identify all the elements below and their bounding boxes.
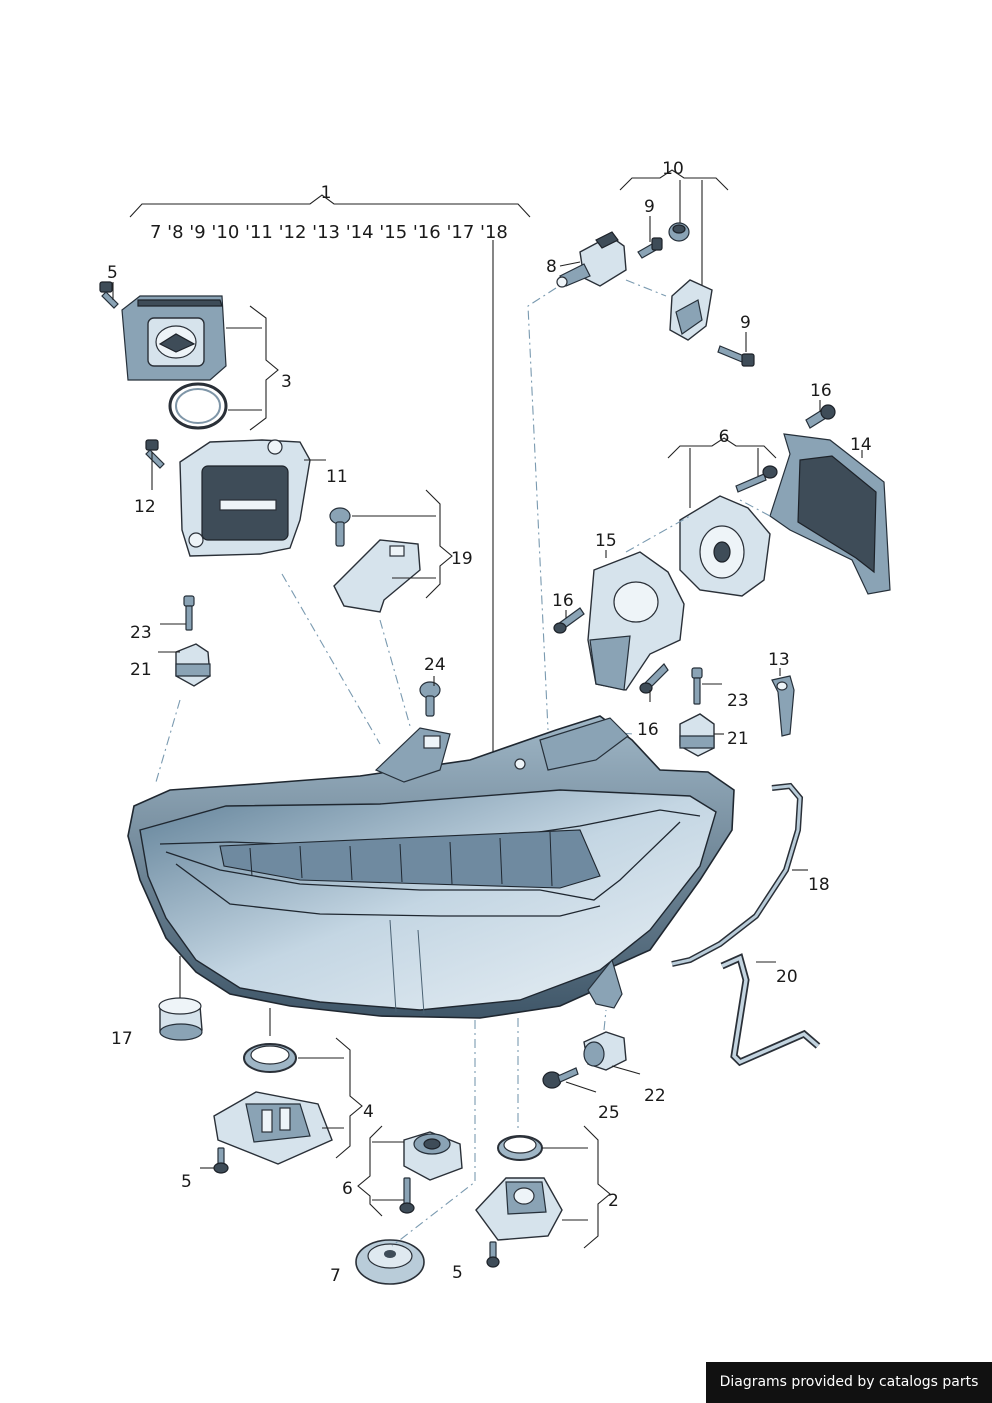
control-unit-part-4	[213, 1091, 333, 1165]
adjuster-part-6	[679, 495, 771, 597]
callout-5-top: 5	[107, 263, 118, 283]
callout-16-mid: 16	[637, 720, 659, 740]
headlight-housing	[127, 715, 735, 1019]
screw-part-23-left	[183, 595, 195, 631]
screw-part-23-right	[691, 667, 703, 705]
vent-hose-part-18-inner	[671, 784, 802, 966]
clip-bracket	[669, 279, 713, 341]
screw-part-25	[542, 1067, 579, 1089]
callout-8: 8	[546, 257, 557, 277]
cap-part-17	[158, 997, 203, 1041]
callout-4: 4	[363, 1102, 374, 1122]
bracket-3	[226, 305, 279, 431]
dash-11	[281, 573, 381, 745]
screw-part-16-left	[553, 607, 585, 634]
callout-15: 15	[595, 531, 617, 551]
screw-part-16-top	[805, 404, 836, 429]
control-unit-part-2	[475, 1177, 563, 1241]
dash-14	[739, 499, 771, 517]
leader-22	[611, 1065, 641, 1075]
vent-hose-part-20-inner	[721, 955, 820, 1065]
callout-25: 25	[598, 1103, 620, 1123]
seal-ring-part-3	[168, 382, 228, 430]
screw-part-9-lower	[717, 345, 755, 367]
callout-21-left: 21	[130, 660, 152, 680]
dash-15	[625, 515, 691, 553]
screw-part-12	[145, 439, 165, 469]
callout-23-left: 23	[130, 623, 152, 643]
screw-part-6-lower	[399, 1177, 415, 1214]
adjuster-part-6-lower	[403, 1131, 463, 1181]
callout-9-lower: 9	[740, 313, 751, 333]
connector-part-22	[583, 1031, 627, 1071]
bracket-4	[298, 1037, 363, 1159]
callout-21-right: 21	[727, 729, 749, 749]
seal-ring-part-4	[243, 1043, 297, 1073]
leader-25	[565, 1081, 597, 1093]
screw-part-19	[329, 507, 351, 547]
callout-1: 1	[321, 183, 332, 203]
callout-22: 22	[644, 1086, 666, 1106]
callout-16-top: 16	[810, 381, 832, 401]
bracket-1	[129, 194, 531, 218]
bracket-10	[619, 169, 729, 191]
dash-22	[603, 1009, 607, 1031]
cap-part-7	[355, 1239, 425, 1285]
callout-5-right: 5	[452, 1263, 463, 1283]
credit-banner: Diagrams provided by catalogs parts	[706, 1362, 992, 1403]
screw-part-5-right	[486, 1241, 500, 1268]
bracket-part-19	[333, 539, 421, 613]
bracket-6-lower	[357, 1125, 404, 1217]
callout-9-upper: 9	[644, 197, 655, 217]
callout-11: 11	[326, 467, 348, 487]
callout-2: 2	[608, 1191, 619, 1211]
screw-part-6-top	[735, 465, 778, 493]
screw-part-9-upper	[637, 237, 663, 259]
callout-17: 17	[111, 1029, 133, 1049]
clip-nut-part-21-left	[175, 643, 211, 687]
screw-part-24	[419, 681, 441, 717]
screw-part-16-mid	[639, 663, 669, 694]
callout-18: 18	[808, 875, 830, 895]
callout-6-top: 6	[719, 427, 730, 447]
bracket-2	[542, 1125, 611, 1249]
callout-3: 3	[281, 372, 292, 392]
bracket-part-15	[587, 551, 685, 691]
callout-5-left: 5	[181, 1172, 192, 1192]
strap-part-13	[771, 675, 795, 737]
bracket-6-top	[667, 437, 777, 459]
callout-19: 19	[451, 549, 473, 569]
control-module-part-3	[121, 295, 227, 381]
bracket-part-11	[179, 439, 311, 557]
screw-part-5-top	[99, 281, 119, 309]
callout-20: 20	[776, 967, 798, 987]
dash-7	[391, 1020, 476, 1247]
seal-ring-part-2	[497, 1135, 543, 1161]
callout-14: 14	[850, 435, 872, 455]
leader-8	[559, 261, 581, 267]
actuator-part-8	[556, 231, 627, 288]
model-years: 7 '8 '9 '10 '11 '12 '13 '14 '15 '16 '17 …	[150, 222, 508, 243]
dash-10	[625, 279, 667, 297]
callout-16-left: 16	[552, 591, 574, 611]
grommet-part-10	[668, 222, 690, 242]
callout-7: 7	[330, 1266, 341, 1286]
callout-13: 13	[768, 650, 790, 670]
bracket-19	[352, 489, 453, 599]
callout-10: 10	[662, 159, 684, 179]
dash-8	[527, 287, 557, 731]
callout-23-right: 23	[727, 691, 749, 711]
clip-nut-part-21-right	[679, 713, 715, 757]
callout-12: 12	[134, 497, 156, 517]
dash-19	[379, 619, 411, 727]
dash-21-left	[155, 699, 181, 783]
cover-part-14	[769, 433, 891, 595]
screw-part-5-left	[213, 1147, 229, 1174]
callout-6-lower: 6	[342, 1179, 353, 1199]
callout-24: 24	[424, 655, 446, 675]
